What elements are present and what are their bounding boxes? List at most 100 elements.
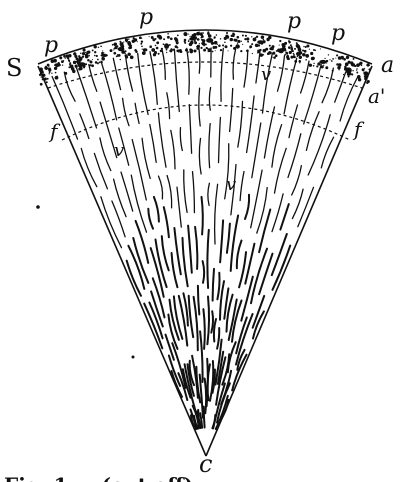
- speckle-dot: [177, 49, 181, 53]
- speckle-dot: [176, 34, 179, 37]
- speckle-dot: [298, 55, 303, 60]
- streak-segment: [216, 327, 221, 350]
- speckle-dot: [290, 46, 293, 48]
- speckle-dot: [194, 41, 198, 45]
- speckle-dot: [43, 77, 47, 81]
- streak-segment: [88, 63, 98, 92]
- speckle-dot: [351, 73, 354, 76]
- speckle-dot: [272, 51, 276, 55]
- surface-blob: [296, 51, 301, 57]
- speckle-dot: [158, 35, 163, 40]
- speckle-dot: [347, 60, 351, 64]
- speckle-dot: [298, 60, 302, 63]
- speckle-dot: [140, 40, 144, 43]
- speckle-dot: [356, 68, 358, 70]
- streak-segment: [160, 235, 170, 272]
- speckle-dot: [302, 53, 306, 57]
- speckle-dot: [172, 48, 175, 51]
- streak-segment: [186, 363, 195, 397]
- speckle-dot: [50, 59, 55, 63]
- streak-segment: [177, 294, 189, 347]
- streak-segment: [250, 247, 268, 305]
- streak-segment: [219, 280, 225, 321]
- speckle-dot: [196, 31, 200, 36]
- speckle-dot: [240, 50, 243, 53]
- speckle-dot: [111, 43, 114, 46]
- streak-segment: [321, 67, 335, 104]
- streak-segment: [187, 224, 193, 274]
- speckle-dot: [200, 46, 203, 49]
- streak-segment: [183, 363, 198, 415]
- speckle-dot: [154, 44, 157, 47]
- streak-segment: [255, 51, 261, 84]
- speckle-dot: [323, 64, 325, 66]
- streak-segment: [213, 183, 219, 245]
- speckle-dot: [200, 37, 202, 39]
- speckle-dot: [207, 48, 212, 52]
- streak-segment: [212, 382, 226, 430]
- speckle-dot: [233, 47, 236, 50]
- streak-segment: [131, 138, 147, 201]
- speckle-dot: [67, 58, 70, 60]
- streak-segment: [121, 97, 130, 127]
- label-f-right: f: [352, 117, 365, 141]
- speckle-dot: [45, 68, 48, 71]
- streak-segment: [288, 104, 299, 139]
- speckle-dot: [101, 51, 104, 55]
- streak-segment: [216, 271, 221, 301]
- streak-segment: [320, 136, 335, 169]
- speckle-dot: [68, 63, 71, 66]
- speckle-dot: [284, 41, 288, 45]
- speckle-dot: [364, 67, 366, 69]
- speckle-dot: [345, 55, 350, 60]
- speckle-dot: [227, 50, 229, 52]
- streak-segment: [63, 71, 76, 102]
- speckle-dot: [51, 72, 53, 74]
- speckle-dot: [327, 54, 330, 56]
- speckle-dot: [366, 81, 369, 85]
- streak-segment: [130, 174, 148, 233]
- speckle-dot: [80, 67, 83, 71]
- speckle-dot: [133, 38, 138, 42]
- speckle-dot: [216, 43, 218, 45]
- streak-segment: [75, 67, 98, 129]
- speckle-dot: [125, 40, 128, 43]
- label-s: S: [6, 54, 22, 82]
- speckle-dot: [341, 57, 344, 60]
- speckle-dot: [170, 48, 173, 50]
- speckle-dot: [252, 37, 257, 42]
- streak-segment: [263, 106, 276, 159]
- streak-segment: [212, 318, 217, 343]
- speckle-dot: [266, 52, 270, 56]
- speckle-dot: [305, 58, 308, 61]
- streak-segment: [112, 178, 127, 218]
- speckle-dot: [211, 50, 214, 53]
- streak-segment: [182, 292, 189, 327]
- speckle-dot: [129, 55, 134, 60]
- speckle-dot: [128, 46, 132, 50]
- speckle-dot: [119, 58, 122, 61]
- streak-segment: [339, 75, 359, 122]
- speckle-dot: [148, 35, 150, 37]
- streak-segment: [166, 174, 173, 209]
- dashed-arc-f: [61, 104, 351, 141]
- streak-segment: [223, 287, 230, 320]
- streak-segment: [157, 175, 164, 200]
- speckle-dot: [274, 54, 278, 57]
- speckle-dot: [203, 48, 207, 52]
- speckle-dot: [294, 56, 296, 59]
- streak-segment: [334, 71, 347, 103]
- streak-segment: [251, 294, 266, 329]
- streak-segment: [202, 308, 206, 350]
- streak-segment: [187, 294, 195, 339]
- streak-segment: [191, 170, 196, 214]
- speckle-dot: [42, 73, 46, 77]
- streak-segment: [181, 236, 189, 288]
- speckle-dot: [141, 37, 143, 39]
- speckle-dot: [247, 40, 250, 43]
- speckle-dot: [127, 52, 131, 56]
- streak-segment: [214, 394, 229, 431]
- speckle-dot: [97, 46, 100, 49]
- streak-segment: [199, 412, 204, 429]
